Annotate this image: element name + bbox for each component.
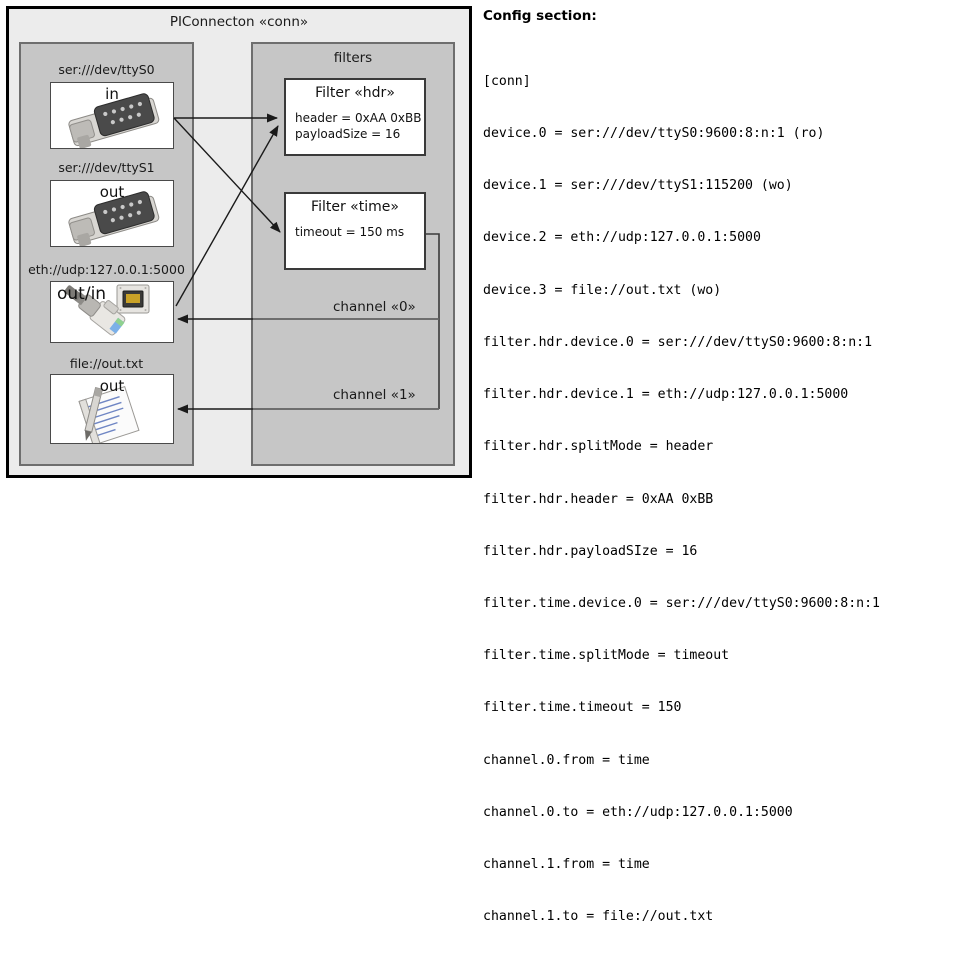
connector-diagram: PIConnecton «conn» filters ser:///dev/tt… (6, 6, 472, 478)
device-box-ttyS1[interactable]: out (50, 180, 174, 247)
channel-label-1: channel «1» (333, 387, 416, 403)
device-direction-in: in (105, 85, 119, 103)
config-line: device.1 = ser:///dev/ttyS1:115200 (wo) (483, 178, 793, 194)
config-line: device.3 = file://out.txt (wo) (483, 282, 722, 298)
channel-label-0: channel «0» (333, 299, 416, 315)
serial-port-icon (51, 181, 173, 246)
filter-props-hdr: header = 0xAA 0xBB payloadSize = 16 (295, 110, 421, 142)
filter-prop: header = 0xAA 0xBB (295, 111, 422, 125)
diagram-title: PIConnecton «conn» (169, 14, 309, 30)
config-line: filter.hdr.header = 0xAA 0xBB (483, 491, 714, 507)
device-box-eth[interactable]: out/in (50, 281, 174, 343)
config-line: channel.0.from = time (483, 752, 650, 768)
device-label-eth: eth://udp:127.0.0.1:5000 (28, 262, 185, 277)
device-direction-out-in: out/in (57, 284, 107, 304)
config-heading: Config section: (483, 8, 597, 24)
config-line: device.2 = eth://udp:127.0.0.1:5000 (483, 230, 761, 246)
config-line: filter.hdr.payloadSIze = 16 (483, 543, 698, 559)
config-line: channel.0.to = eth://udp:127.0.0.1:5000 (483, 804, 793, 820)
filter-props-time: timeout = 150 ms (295, 224, 404, 240)
device-box-file[interactable]: out (50, 374, 174, 444)
filter-prop: payloadSize = 16 (295, 127, 401, 141)
serial-port-icon (51, 83, 173, 148)
config-line: channel.1.from = time (483, 857, 650, 873)
config-line: device.0 = ser:///dev/ttyS0:9600:8:n:1 (… (483, 126, 825, 142)
config-line: channel.1.to = file://out.txt (483, 909, 714, 925)
device-direction-out: out (99, 183, 125, 201)
config-lines: [conn] device.0 = ser:///dev/ttyS0:9600:… (483, 38, 958, 961)
device-label-file: file://out.txt (69, 356, 144, 371)
filters-panel-title: filters (333, 50, 373, 66)
device-box-ttyS0[interactable]: in (50, 82, 174, 149)
ethernet-plug-icon (51, 282, 173, 342)
filter-prop: timeout = 150 ms (295, 225, 405, 239)
config-line: filter.hdr.splitMode = header (483, 439, 714, 455)
device-label-ttyS0: ser:///dev/ttyS0 (58, 62, 155, 77)
text-file-icon (51, 375, 173, 443)
device-direction-out: out (99, 377, 125, 395)
config-line: filter.time.device.0 = ser:///dev/ttyS0:… (483, 596, 880, 611)
config-line: filter.hdr.device.0 = ser:///dev/ttyS0:9… (483, 334, 873, 350)
filter-box-time[interactable]: Filter «time» timeout = 150 ms (284, 192, 426, 270)
config-line: filter.time.splitMode = timeout (483, 648, 730, 664)
config-line: filter.hdr.device.1 = eth://udp:127.0.0.… (483, 387, 849, 403)
filter-box-hdr[interactable]: Filter «hdr» header = 0xAA 0xBB payloadS… (284, 78, 426, 156)
filter-title-time: Filter «time» (311, 199, 399, 215)
config-line: [conn] (483, 73, 531, 89)
config-section: Config section: [conn] device.0 = ser://… (483, 8, 958, 961)
filter-title-hdr: Filter «hdr» (315, 85, 395, 101)
device-label-ttyS1: ser:///dev/ttyS1 (58, 160, 155, 175)
config-line: filter.time.timeout = 150 (483, 700, 682, 716)
